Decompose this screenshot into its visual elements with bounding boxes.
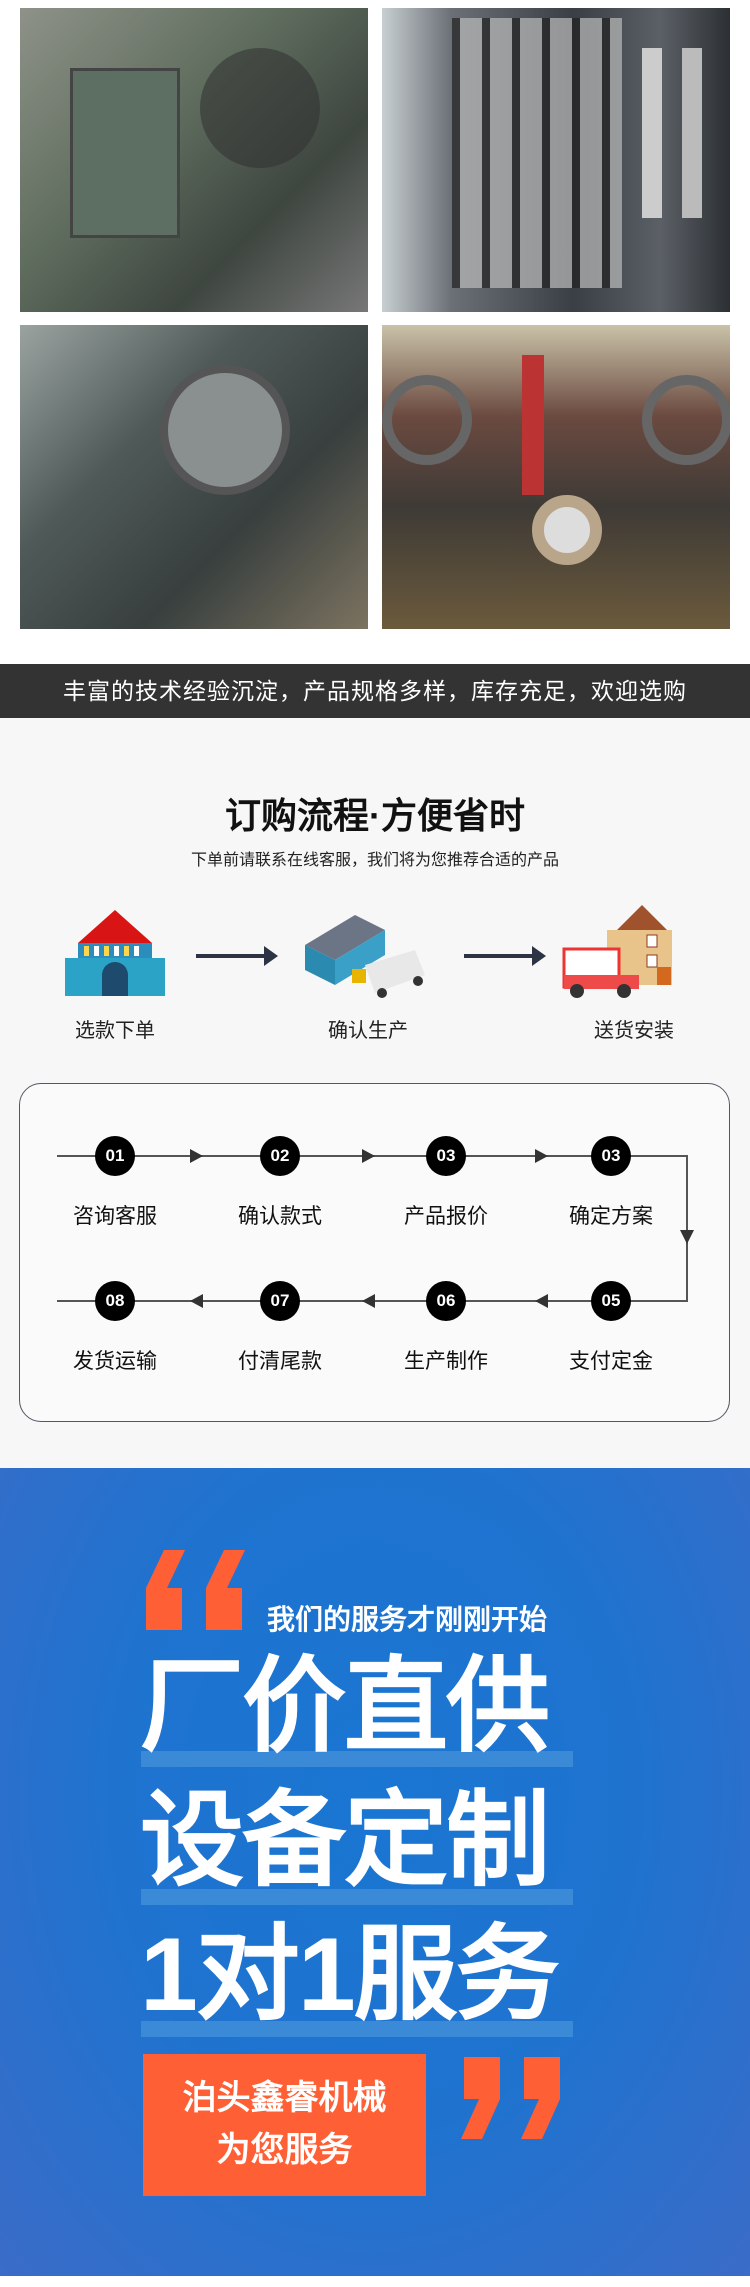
section-title: 订购流程·方便省时 (225, 795, 525, 836)
highlight-bar (141, 2021, 573, 2037)
lathe-machine-photo (20, 8, 368, 312)
step-number: 08 (95, 1281, 135, 1321)
promo-line: 1对1服务 (140, 1917, 560, 2033)
step-label: 确认生产 (328, 1020, 408, 1042)
company-name: 泊头鑫睿机械 (182, 2079, 387, 2117)
step-number: 06 (426, 1281, 466, 1321)
step-label: 选款下单 (75, 1020, 155, 1042)
arrow-right-icon (362, 1149, 375, 1163)
highlight-bar (141, 1889, 573, 1905)
machine-wheel (200, 48, 320, 168)
step-label: 送货安装 (594, 1020, 674, 1042)
step-number: 03 (591, 1136, 631, 1176)
section-subtitle: 下单前请联系在线客服，我们将为您推荐合适的产品 (190, 852, 559, 869)
arrow-right-icon (535, 1149, 548, 1163)
step-label: 支付定金 (569, 1350, 653, 1373)
company-box: 泊头鑫睿机械 为您服务 (143, 2054, 426, 2196)
arrow-right-icon (464, 946, 546, 966)
factory-truck-icon (305, 915, 425, 998)
grid-guard (452, 18, 622, 288)
step-number: 02 (260, 1136, 300, 1176)
company-slogan: 为您服务 (216, 2131, 353, 2169)
arrow-left-icon (362, 1294, 375, 1308)
step-label: 确定方案 (569, 1205, 653, 1228)
step-label: 发货运输 (73, 1350, 157, 1373)
step-number: 01 (95, 1136, 135, 1176)
arrow-down-icon (680, 1230, 694, 1244)
step-number: 03 (426, 1136, 466, 1176)
band-saw-pipe-photo (382, 325, 730, 629)
delivery-house-icon (562, 905, 672, 998)
feature-banner: 丰富的技术经验沉淀，产品规格多样，库存充足，欢迎选购 (0, 664, 750, 718)
promo-line: 设备定制 (140, 1783, 550, 1899)
step-label: 生产制作 (404, 1350, 488, 1373)
highlight-bar (141, 1751, 573, 1767)
arrow-left-icon (190, 1294, 203, 1308)
open-quote-icon (146, 1550, 245, 1630)
store-icon (65, 910, 165, 996)
machine-body (70, 68, 180, 238)
saw-wheel (642, 375, 730, 465)
step-label: 确认款式 (238, 1205, 322, 1228)
lathe-chuck-photo (20, 325, 368, 629)
promo-line: 厂价直供 (140, 1649, 550, 1765)
step-number: 05 (591, 1281, 631, 1321)
cnc-guard-photo (382, 8, 730, 312)
step-label: 付清尾款 (238, 1350, 322, 1373)
arrow-left-icon (535, 1294, 548, 1308)
promo-subheading: 我们的服务才刚刚开始 (267, 1604, 548, 1635)
close-quote-icon (461, 2057, 560, 2139)
step-label: 产品报价 (404, 1205, 488, 1228)
step-number: 07 (260, 1281, 300, 1321)
flow-line (686, 1155, 688, 1301)
cylinder (682, 48, 702, 218)
saw-arm (522, 355, 544, 495)
chuck (160, 365, 290, 495)
saw-wheel (382, 375, 472, 465)
arrow-right-icon (196, 946, 278, 966)
step-label: 咨询客服 (73, 1205, 157, 1228)
arrow-right-icon (190, 1149, 203, 1163)
steel-pipe (532, 495, 602, 565)
cylinder (642, 48, 662, 218)
